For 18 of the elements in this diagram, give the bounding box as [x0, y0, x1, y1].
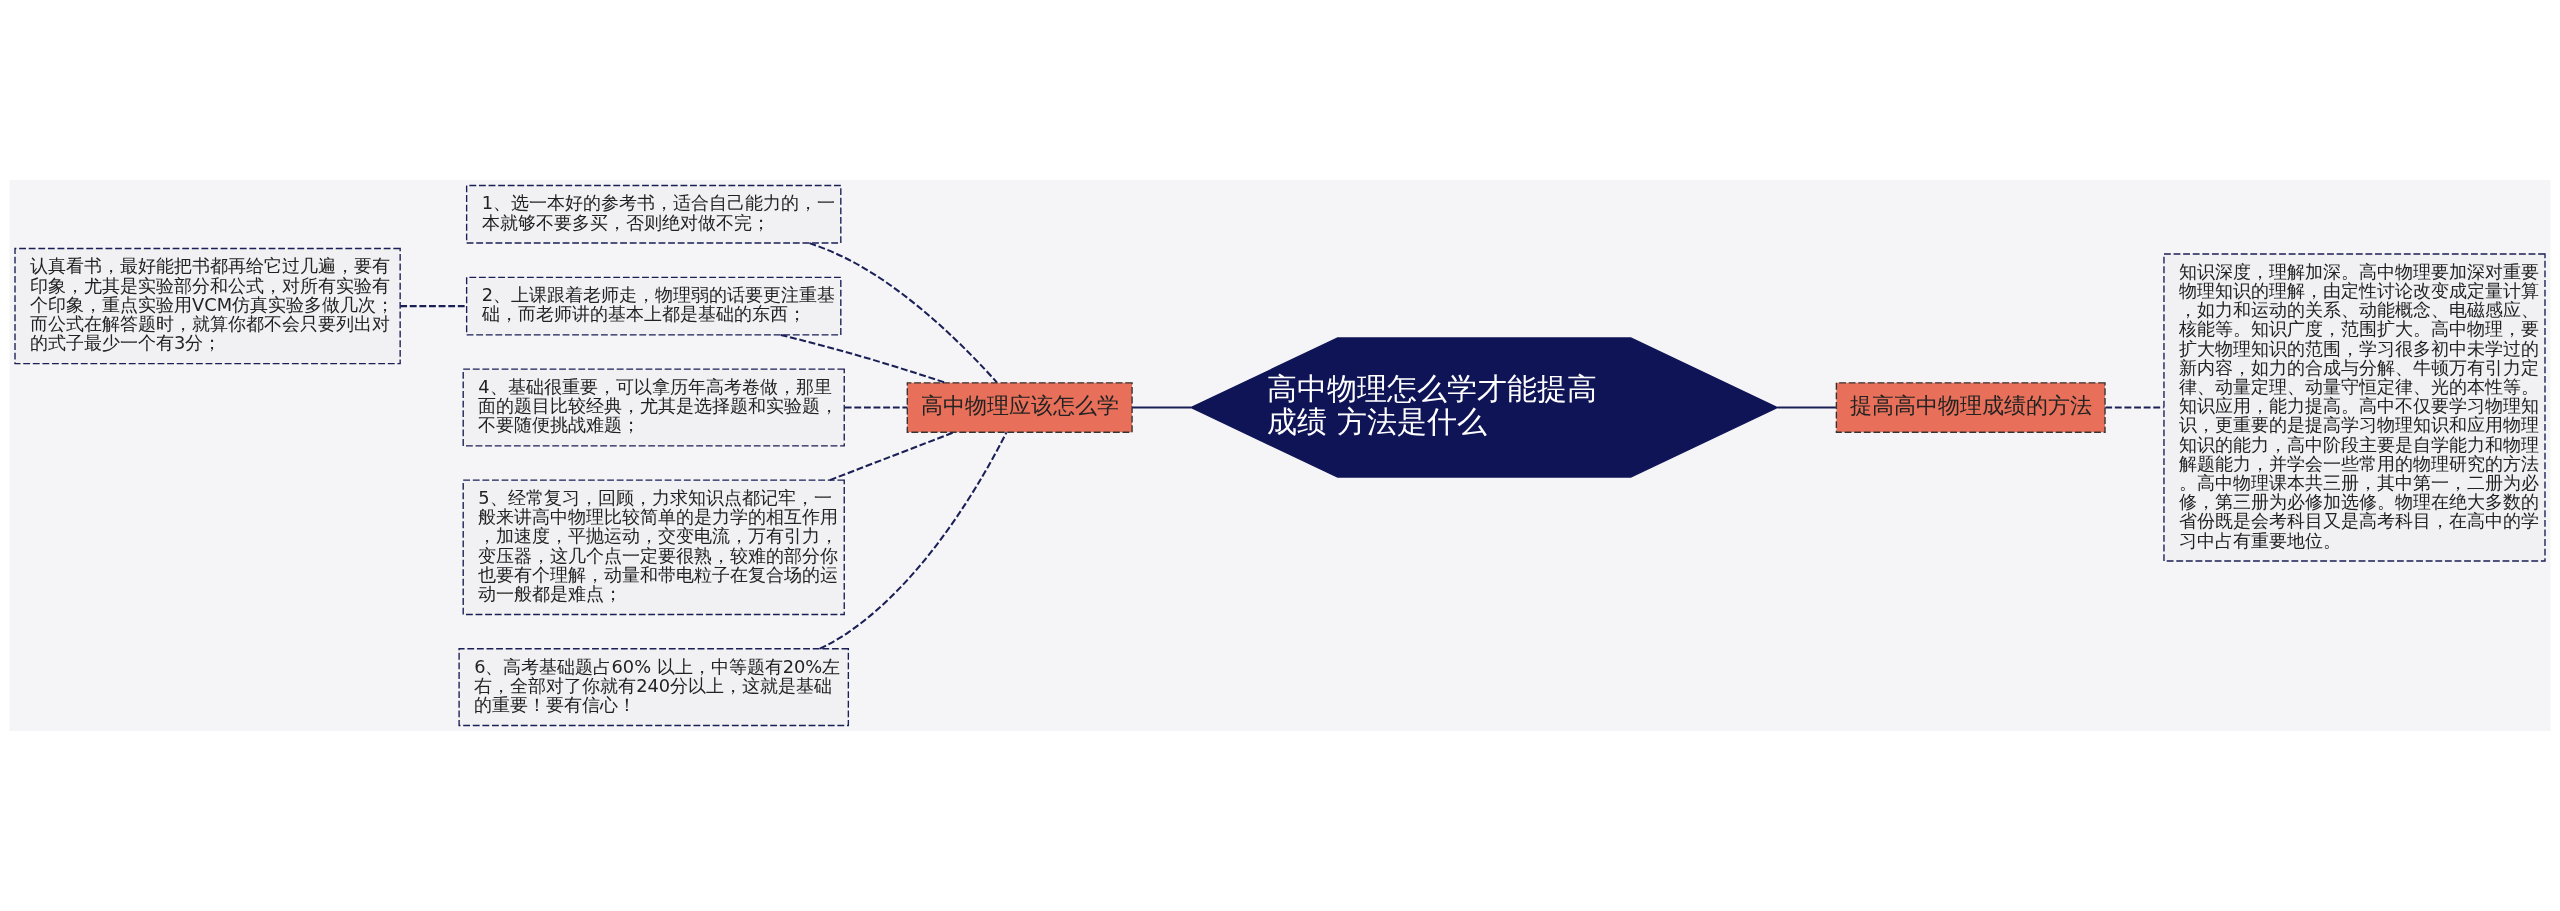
- connector: [1132, 406, 1191, 409]
- node-box: 5、经常复习，回顾，力求知识点都记牢，一般来讲高中物理比较简单的是力学的相互作用，加速度，平抛运动，交变电流，万有引力，变压器，这几个点一定要很熟，较难的部分你也要有个理解，动量和带电粒子在复合场的运动一般都是难点；: [462, 479, 845, 616]
- connector: [2105, 406, 2164, 409]
- node-box: 认真看书，最好能把书都再给它过几遍，要有印象，尤其是实验部分和公式，对所有实验有个印象，重点实验用VCM仿真实验多做几次；而公式在解答题时，就算你都不会只要列出对的式子最少一个有3分；: [14, 247, 401, 365]
- connector: [829, 431, 955, 482]
- node-box: 2、上课跟着老师走，物理弱的话要更注重基础，而老师讲的基本上都是基础的东西；: [465, 276, 842, 336]
- connector: [809, 242, 998, 384]
- connector: [819, 431, 1008, 650]
- node-box: 6、高考基础题占60% 以上，中等题有20%左右，全部对了你就有240分以上，这就是基础的重要！要有信心！: [458, 648, 850, 727]
- node-box: 1、选一本好的参考书，适合自己能力的，一本就够不要多买，否则绝对做不完；: [465, 184, 842, 244]
- connector: [1777, 406, 1836, 409]
- node-box: 高中物理应该怎么学: [906, 382, 1133, 433]
- connector: [400, 305, 467, 308]
- connector: [844, 406, 908, 409]
- node-box: 4、基础很重要，可以拿历年高考卷做，那里面的题目比较经典，尤其是选择题和实验题，不要随便挑战难题；: [462, 368, 845, 447]
- node-box: 提高高中物理成绩的方法: [1835, 382, 2106, 433]
- node-box: 知识深度，理解加深。高中物理要加深对重要物理知识的理解，由定性讨论改变成定量计算，如力和运动的关系、动能概念、电磁感应、核能等。知识广度，范围扩大。高中物理，要扩大物理知识的范围，学习很多初中未学过的新内容，如力的合成与分解、牛顿万有引力定律、动量定理、动量守恒定律、光的本性等。知识应用，能力提高。高中不仅要学习物理知识，更重要的是提高学习物理知识和应用物理知识的能力，高中阶段主要是自学能力和物理解题能力，并学会一些常用的物理研究的方法。高中物理课本共三册，其中第一，二册为必修，第三册为必修加选修。物理在绝大多数的省份既是会考科目又是高考科目，在高中的学习中占有重要地位。: [2163, 253, 2546, 562]
- connector: [780, 333, 947, 384]
